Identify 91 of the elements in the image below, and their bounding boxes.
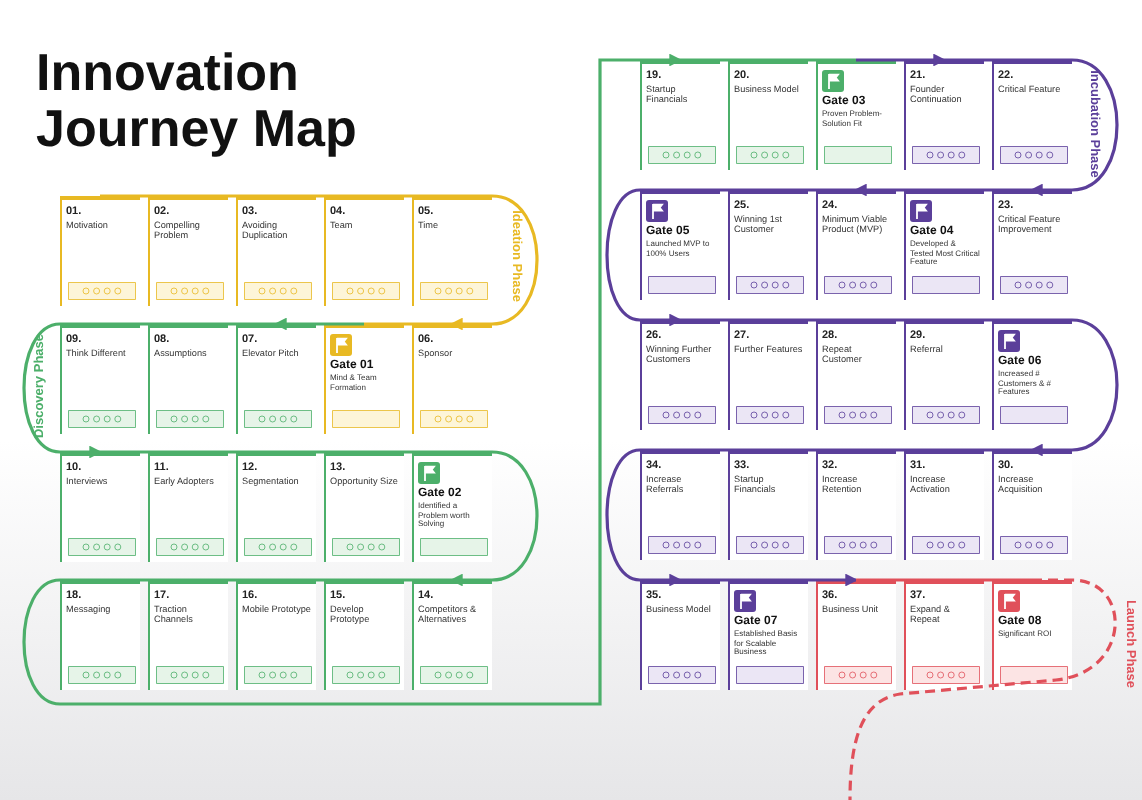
track-connector — [188, 194, 276, 198]
track-connector — [276, 194, 364, 198]
step-card — [640, 320, 720, 430]
track-connector — [364, 450, 452, 454]
track-connector — [853, 183, 944, 197]
track-connector — [680, 58, 768, 62]
track-connector — [100, 578, 188, 582]
track-connector — [768, 58, 856, 62]
step-card — [60, 324, 140, 434]
step-card — [904, 320, 984, 430]
track-connector — [100, 450, 188, 454]
step-card — [236, 452, 316, 562]
track-connector — [680, 188, 768, 192]
track-connector — [364, 322, 452, 326]
track-connector — [605, 188, 683, 327]
track-connector — [768, 448, 856, 452]
track-connector — [680, 318, 768, 322]
track-connector — [768, 188, 856, 192]
step-card — [236, 580, 316, 690]
step-card — [728, 60, 808, 170]
step-card — [816, 190, 896, 300]
track-connector — [768, 573, 859, 587]
step-card — [412, 580, 492, 690]
step-card — [148, 452, 228, 562]
track-connector — [364, 194, 452, 198]
track-connector — [944, 188, 1032, 192]
step-card — [816, 450, 896, 560]
gate-card — [816, 60, 896, 170]
track-connector — [449, 194, 539, 331]
track-connector — [848, 578, 1117, 800]
step-card — [324, 580, 404, 690]
track-connector — [856, 318, 944, 322]
step-card — [992, 60, 1072, 170]
track-connector — [856, 578, 944, 582]
step-card — [60, 196, 140, 306]
step-card — [324, 452, 404, 562]
track-connector — [680, 448, 768, 452]
track-connector — [856, 448, 944, 452]
title: Innovation Journey Map — [36, 44, 359, 156]
track-connector — [276, 578, 364, 582]
gate-card — [640, 190, 720, 300]
track-connector — [364, 578, 452, 582]
step-card — [640, 450, 720, 560]
step-card — [412, 196, 492, 306]
step-card — [904, 60, 984, 170]
track-connector — [856, 53, 947, 67]
track-connector — [449, 450, 539, 587]
step-card — [728, 190, 808, 300]
gate-card — [728, 580, 808, 690]
track-connector — [944, 448, 1032, 452]
gate-card — [992, 320, 1072, 430]
step-card — [236, 196, 316, 306]
step-card — [992, 450, 1072, 560]
step-card — [412, 324, 492, 434]
step-card — [60, 452, 140, 562]
step-card — [148, 196, 228, 306]
track-connector — [188, 450, 276, 454]
track-connector — [768, 318, 856, 322]
step-card — [148, 580, 228, 690]
step-card — [816, 320, 896, 430]
track-connector — [605, 448, 683, 587]
track-connector — [944, 318, 1032, 322]
track-connector — [276, 450, 364, 454]
track-connector — [1029, 58, 1119, 197]
step-card — [640, 580, 720, 690]
step-card — [236, 324, 316, 434]
gate-card — [992, 580, 1072, 690]
step-card — [816, 580, 896, 690]
gate-card — [324, 324, 404, 434]
track-connector — [100, 322, 188, 326]
track-connector — [100, 194, 188, 198]
gate-card — [904, 190, 984, 300]
step-card — [148, 324, 228, 434]
step-card — [992, 190, 1072, 300]
track-connector — [680, 578, 768, 582]
track-connector — [944, 58, 1032, 62]
step-card — [324, 196, 404, 306]
track-connector — [273, 317, 364, 331]
step-card — [60, 580, 140, 690]
gate-card — [412, 452, 492, 562]
step-card — [904, 450, 984, 560]
track-connector — [22, 53, 683, 706]
step-card — [640, 60, 720, 170]
track-connector — [1029, 318, 1119, 457]
track-connector — [22, 322, 103, 459]
step-card — [728, 450, 808, 560]
track-connector — [188, 578, 276, 582]
track-connector — [188, 322, 276, 326]
track-connector — [944, 578, 1032, 582]
step-card — [904, 580, 984, 690]
step-card — [728, 320, 808, 430]
